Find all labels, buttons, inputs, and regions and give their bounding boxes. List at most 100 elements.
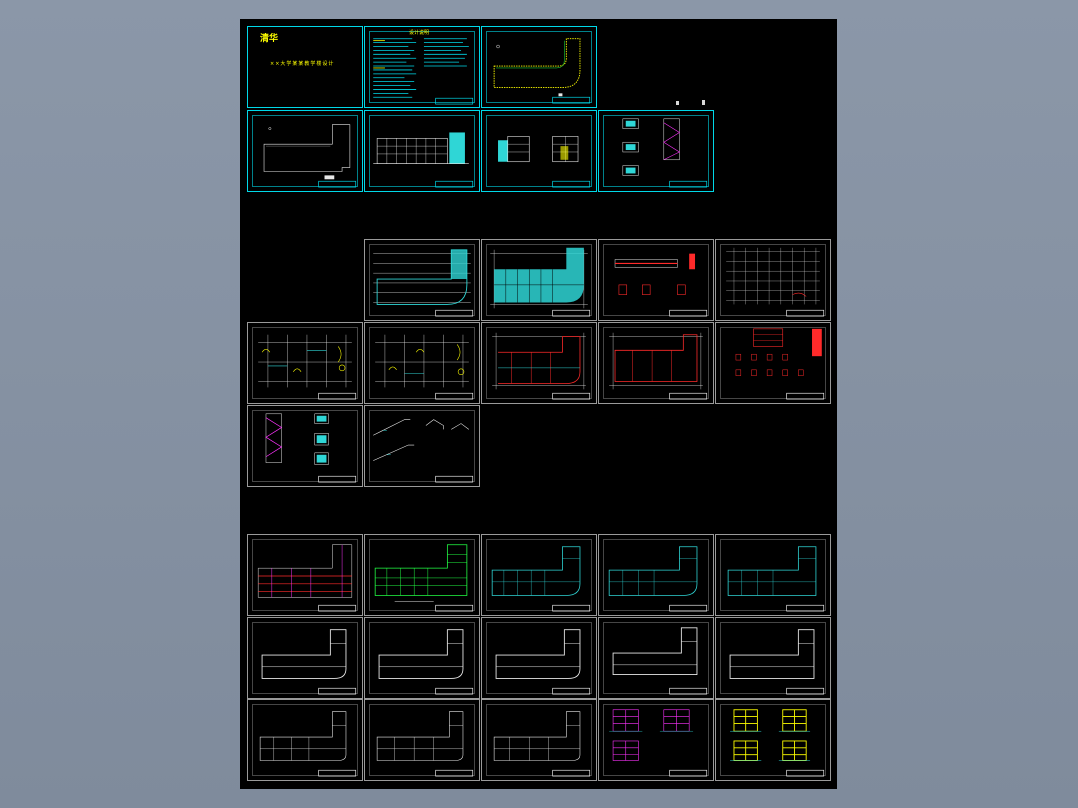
sheet-plan-red-magenta[interactable] bbox=[247, 534, 363, 616]
sheet-axis-grid-white[interactable] bbox=[715, 239, 831, 321]
sheet-inner-frame bbox=[252, 115, 358, 187]
reinforcement-drawing bbox=[609, 332, 708, 400]
elevation-drawing bbox=[373, 132, 474, 188]
sheet-inner-frame bbox=[369, 327, 475, 399]
sheet-stair-details[interactable] bbox=[598, 110, 714, 192]
frame-elevation-drawing bbox=[730, 709, 825, 777]
sheet-inner-frame bbox=[369, 704, 475, 776]
axis-grid-drawing bbox=[726, 247, 825, 317]
notes-text-lines bbox=[373, 38, 474, 105]
plan-drawing bbox=[727, 546, 825, 612]
sheet-inner-frame bbox=[720, 244, 826, 316]
frame-plan-drawing bbox=[376, 711, 474, 777]
frame-plan-drawing bbox=[493, 711, 591, 777]
sheet-plan-white-1[interactable] bbox=[247, 617, 363, 699]
sheet-inner-frame bbox=[486, 244, 592, 316]
sheet-frame-plan-2[interactable] bbox=[364, 699, 480, 781]
reinforcement-drawing bbox=[492, 332, 591, 400]
plan-drawing bbox=[612, 627, 708, 695]
frame-plan-drawing bbox=[259, 711, 357, 777]
sheet-elevation-side-section[interactable] bbox=[481, 110, 597, 192]
sheet-plan-white-2[interactable] bbox=[364, 617, 480, 699]
sheet-column-grid-cyan[interactable] bbox=[364, 239, 480, 321]
floor-plan-drawing bbox=[263, 124, 357, 188]
sheet-plan-white-4[interactable] bbox=[598, 617, 714, 699]
sheet-frame-elevations-yellow[interactable] bbox=[715, 699, 831, 781]
sheet-inner-frame bbox=[603, 539, 709, 611]
sheet-inner-frame bbox=[369, 244, 475, 316]
sheet-reinforcement-red-1[interactable] bbox=[481, 322, 597, 404]
stair-detail-drawing bbox=[622, 118, 708, 188]
drawing-model-space[interactable]: 清华 ××大学某某教学楼设计 设计说明 bbox=[240, 19, 837, 789]
sheet-column-sections-red[interactable] bbox=[715, 322, 831, 404]
site-plan-drawing bbox=[493, 38, 591, 104]
sheet-inner-frame bbox=[486, 622, 592, 694]
plan-drawing bbox=[729, 629, 825, 695]
sheet-plan-teal-1[interactable] bbox=[481, 534, 597, 616]
plan-drawing bbox=[491, 546, 591, 612]
sheet-inner-frame bbox=[369, 31, 475, 103]
beam-detail-drawing bbox=[614, 253, 708, 317]
sheet-design-notes[interactable]: 设计说明 bbox=[364, 26, 480, 108]
column-section-drawing bbox=[735, 328, 825, 400]
sheet-frame-elevations-magenta[interactable] bbox=[598, 699, 714, 781]
sheet-stair-structure[interactable] bbox=[247, 405, 363, 487]
section-drawing bbox=[498, 136, 591, 188]
sheet-stair-slab-details[interactable] bbox=[364, 405, 480, 487]
sheet-inner-frame bbox=[486, 704, 592, 776]
plan-drawing bbox=[495, 629, 591, 695]
sheet-inner-frame bbox=[369, 410, 475, 482]
sheet-inner-frame bbox=[252, 622, 358, 694]
sheet-inner-frame bbox=[720, 622, 826, 694]
sheet-inner-frame bbox=[603, 704, 709, 776]
sheet-plan-white-3[interactable] bbox=[481, 617, 597, 699]
notes-heading: 设计说明 bbox=[409, 30, 430, 36]
sheet-first-floor-plan[interactable] bbox=[247, 110, 363, 192]
beam-layout-drawing bbox=[258, 334, 357, 400]
sheet-inner-frame bbox=[603, 622, 709, 694]
sheet-beam-layout-yellow-1[interactable] bbox=[247, 322, 363, 404]
sheet-frame-plan-1[interactable] bbox=[247, 699, 363, 781]
sheet-inner-frame bbox=[369, 539, 475, 611]
plan-drawing bbox=[261, 629, 357, 695]
sheet-beam-details-red[interactable] bbox=[598, 239, 714, 321]
sheet-beam-layout-yellow-2[interactable] bbox=[364, 322, 480, 404]
loose-annotation-marks bbox=[676, 100, 705, 105]
stair-structure-drawing bbox=[265, 413, 357, 483]
sheet-inner-frame bbox=[603, 327, 709, 399]
sheet-inner-frame bbox=[603, 115, 709, 187]
sheet-inner-frame bbox=[603, 244, 709, 316]
sheet-plan-teal-3[interactable] bbox=[715, 534, 831, 616]
frame-elevation-drawing bbox=[609, 709, 708, 777]
sheet-site-plan[interactable] bbox=[481, 26, 597, 108]
plan-drawing bbox=[374, 544, 474, 612]
sheet-inner-frame bbox=[252, 539, 358, 611]
sheet-inner-frame bbox=[720, 539, 826, 611]
sheet-plan-white-5[interactable] bbox=[715, 617, 831, 699]
sheet-cover[interactable]: 清华 ××大学某某教学楼设计 bbox=[247, 26, 363, 108]
sheet-reinforcement-red-2[interactable] bbox=[598, 322, 714, 404]
sheet-frame-plan-3[interactable] bbox=[481, 699, 597, 781]
sheet-inner-frame bbox=[369, 115, 475, 187]
sheet-inner-frame bbox=[486, 115, 592, 187]
sheet-inner-frame bbox=[720, 704, 826, 776]
sheet-inner-frame bbox=[486, 539, 592, 611]
stair-slab-drawing bbox=[373, 419, 474, 483]
sheet-inner-frame bbox=[720, 327, 826, 399]
column-grid-drawing bbox=[373, 249, 474, 317]
sheet-inner-frame bbox=[252, 704, 358, 776]
plan-drawing bbox=[608, 546, 708, 612]
sheet-inner-frame bbox=[369, 622, 475, 694]
sheet-inner-frame bbox=[486, 31, 592, 103]
sheet-slab-plan-cyan-fill[interactable] bbox=[481, 239, 597, 321]
cover-project-title: ××大学某某教学楼设计 bbox=[270, 61, 335, 67]
slab-plan-drawing bbox=[490, 247, 591, 317]
sheet-elevation-front[interactable] bbox=[364, 110, 480, 192]
sheet-plan-green[interactable] bbox=[364, 534, 480, 616]
plan-drawing bbox=[257, 544, 357, 612]
plan-drawing bbox=[378, 629, 474, 695]
sheet-inner-frame bbox=[252, 410, 358, 482]
cover-brand-text: 清华 bbox=[260, 34, 279, 44]
sheet-plan-teal-2[interactable] bbox=[598, 534, 714, 616]
